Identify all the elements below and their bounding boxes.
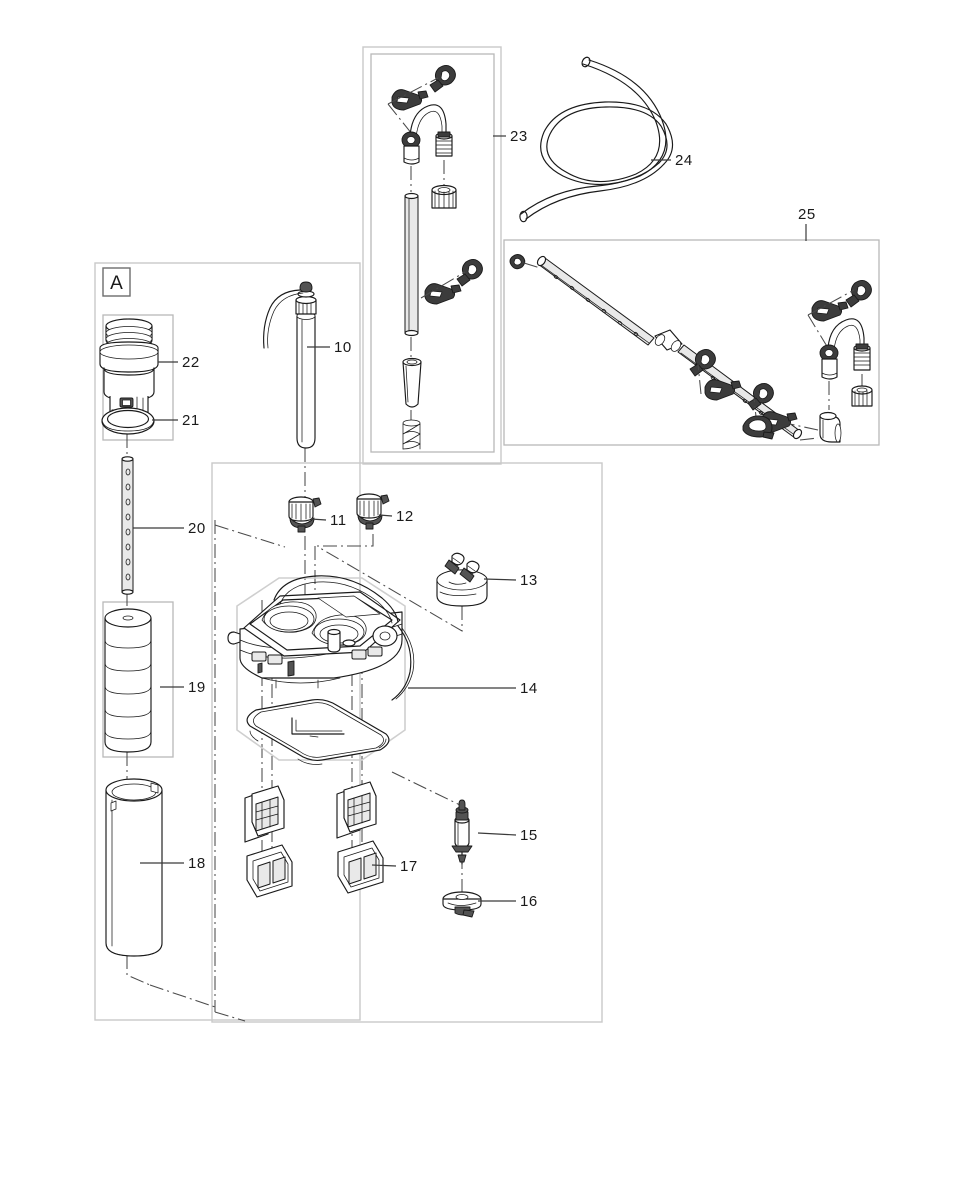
callout-23: 23 — [510, 128, 528, 145]
wand-nozzle — [435, 131, 453, 157]
wand-clip-lower — [424, 283, 462, 305]
cover-plate-right — [337, 840, 384, 894]
callout-18: 18 — [188, 855, 206, 872]
wand-venturi-cone — [402, 357, 422, 408]
callout-24: 24 — [675, 152, 693, 169]
callout-12: 12 — [396, 508, 414, 525]
callout-10: 10 — [334, 339, 352, 356]
wand-clamp-lower — [456, 259, 483, 287]
part-21-o-ring — [101, 407, 155, 435]
callout-25: 25 — [798, 206, 816, 223]
callout-13: 13 — [520, 572, 538, 589]
part-24-coiled-hose — [519, 56, 674, 223]
part-18-container-cylinder — [105, 778, 163, 957]
callout-numbers: 10 11 12 13 14 15 16 17 18 19 20 21 22 2… — [182, 128, 816, 910]
housing-gasket-ring — [246, 699, 390, 765]
part-17-clips-and-covers — [244, 781, 384, 898]
valve-cap-ribs-12 — [359, 500, 379, 518]
subbox-disc-filter — [102, 601, 174, 758]
wand-elbow-socket — [401, 131, 421, 165]
part-19-stacked-disc-filter — [104, 608, 152, 753]
wand-box-23 — [370, 53, 495, 453]
lance-clip-upper-right-body — [811, 300, 849, 322]
group-a-letter-box — [102, 267, 131, 297]
lance-end-cap — [509, 254, 526, 270]
dip-tube-perforations — [125, 468, 131, 581]
lance-bottom-elbow — [819, 411, 842, 443]
group-23-spray-wand — [387, 65, 483, 450]
clip-left — [244, 785, 285, 843]
lance-nozzle-thread — [853, 343, 871, 371]
clip-right — [336, 781, 377, 839]
lance-shoe-cap — [742, 415, 775, 440]
part-16-foot-valve-disc — [442, 891, 482, 918]
callout-leaders — [133, 135, 807, 902]
callout-19: 19 — [188, 679, 206, 696]
part-22-threaded-filter-head — [99, 318, 159, 419]
callout-16: 16 — [520, 893, 538, 910]
callout-20: 20 — [188, 520, 206, 537]
top-center-outer-panel — [362, 46, 502, 465]
part-11-valve-cap — [288, 496, 322, 533]
lance-tube-upper — [536, 255, 655, 346]
callout-17: 17 — [400, 858, 418, 875]
lance-clip-upper-right — [845, 280, 872, 308]
callout-22: 22 — [182, 354, 200, 371]
lance-clip-mid-left — [689, 349, 716, 377]
lance-elbow-socket — [819, 344, 839, 380]
group-a-letter: A — [110, 273, 123, 294]
lance-upper-holes — [553, 275, 639, 336]
lance-box-25 — [503, 239, 880, 446]
part-13-dual-port-fitting — [436, 552, 488, 607]
port-stem-b — [459, 560, 480, 583]
cover-plate-left — [246, 844, 293, 898]
lance-clip-mid-right — [747, 383, 774, 411]
wand-knurled-nut — [431, 184, 457, 209]
callout-14: 14 — [520, 680, 538, 697]
subbox-filter-head — [102, 314, 174, 441]
part-12-valve-cap — [356, 493, 390, 530]
wand-clamp-upper — [429, 65, 456, 93]
port-stem-a — [444, 552, 465, 575]
callout-21: 21 — [182, 412, 200, 429]
callout-15: 15 — [520, 827, 538, 844]
group-25-telescopic-lance — [509, 254, 873, 443]
wand-lance-tube — [404, 192, 419, 337]
lance-knurled-nut — [851, 385, 873, 407]
panel-borders — [94, 46, 880, 1023]
valve-cap-ribs-11 — [291, 503, 311, 521]
lance-coupling-sleeve — [654, 329, 683, 352]
wand-spring — [402, 419, 421, 450]
part-14-pump-housing — [227, 575, 415, 765]
callout-11: 11 — [330, 512, 347, 529]
lance-clip-mid-left-body — [704, 379, 742, 401]
part-10-suction-tube — [263, 281, 317, 449]
part-15-spring-valve-stem — [451, 799, 473, 865]
wand-clip-upper — [391, 89, 429, 111]
part-20-perforated-dip-tube — [121, 456, 134, 595]
main-assembly-panel — [211, 462, 603, 1023]
